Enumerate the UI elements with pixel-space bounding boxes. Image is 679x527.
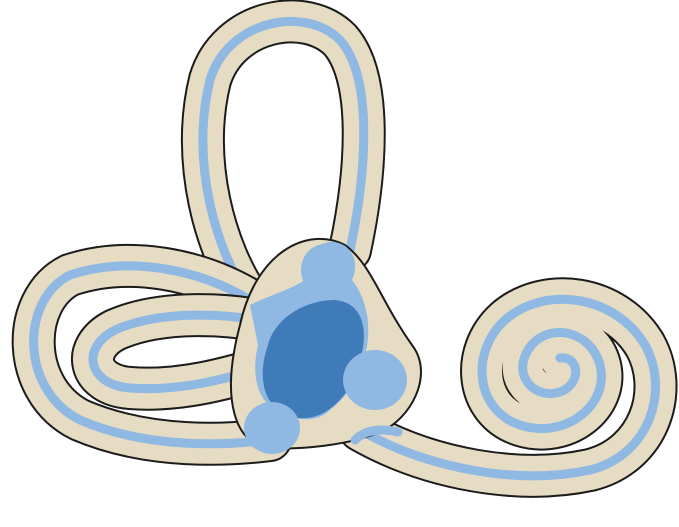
ampulla-upper (301, 244, 349, 296)
ampulla-lower (244, 402, 300, 454)
